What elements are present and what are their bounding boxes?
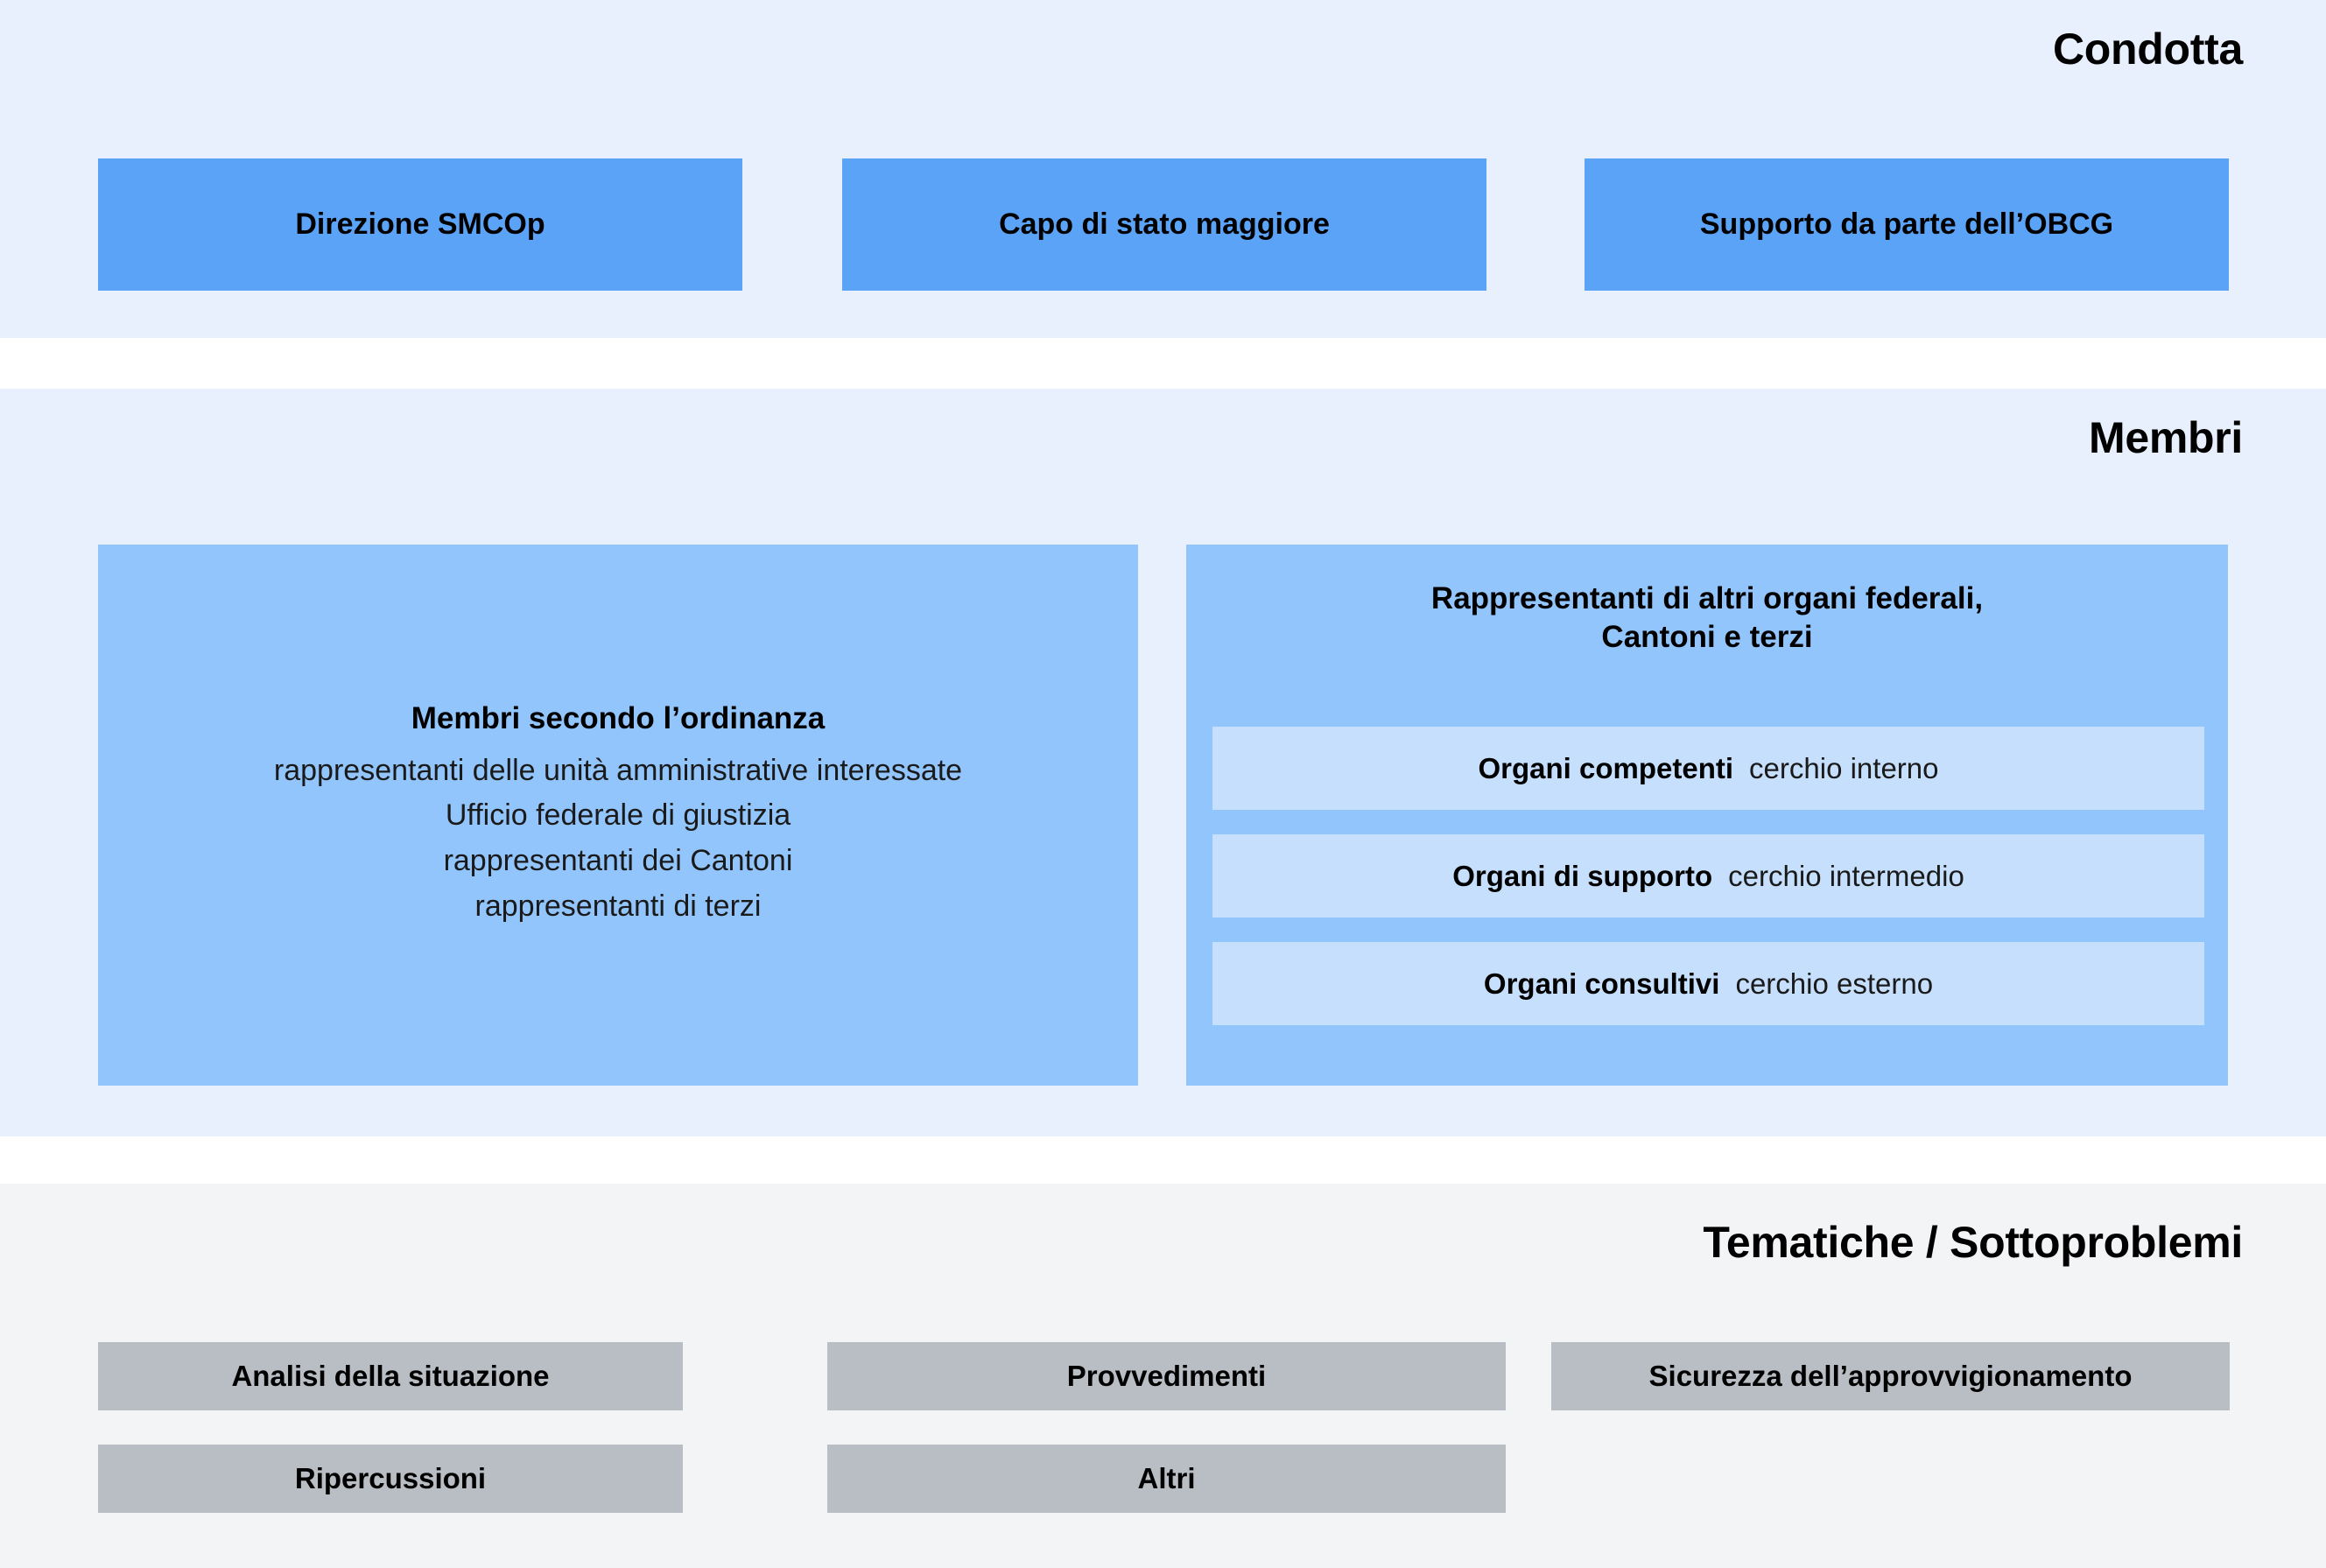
membri-right-title: Rappresentanti di altri organi federali,…	[1186, 580, 2228, 657]
tematiche-box-label: Analisi della situazione	[231, 1360, 550, 1392]
membri-inner-bar-organi-competenti[interactable]: Organi competenti cerchio interno	[1212, 727, 2204, 810]
condotta-box-capo-di-stato-maggiore[interactable]: Capo di stato maggiore	[842, 158, 1486, 291]
tematiche-box-altri[interactable]: Altri	[827, 1445, 1506, 1513]
membri-box-secondo-ordinanza[interactable]: Membri secondo l’ordinanza rappresentant…	[98, 545, 1138, 1086]
tematiche-box-label: Altri	[1137, 1462, 1196, 1494]
tematiche-box-label: Provvedimenti	[1066, 1360, 1267, 1392]
tematiche-box-label: Ripercussioni	[294, 1462, 487, 1494]
membri-left-line: rappresentanti dei Cantoni	[443, 844, 793, 877]
inner-bar-light-label: cerchio esterno	[1735, 967, 1934, 1000]
tematiche-box-label: Sicurezza dell’approvvigionamento	[1648, 1360, 2133, 1392]
inner-bar-light-label: cerchio intermedio	[1728, 859, 1964, 892]
membri-inner-bar-organi-di-supporto[interactable]: Organi di supporto cerchio intermedio	[1212, 834, 2204, 918]
condotta-box-label: Capo di stato maggiore	[999, 207, 1330, 241]
membri-right-title-line1: Rappresentanti di altri organi federali,	[1430, 581, 1984, 615]
inner-bar-strong-label: Organi consultivi	[1483, 967, 1720, 1000]
membri-inner-bar-organi-consultivi[interactable]: Organi consultivi cerchio esterno	[1212, 942, 2204, 1025]
membri-box-rappresentanti-altri-organi[interactable]: Rappresentanti di altri organi federali,…	[1186, 545, 2228, 1086]
membri-left-line: rappresentanti di terzi	[474, 889, 762, 923]
membri-left-title: Membri secondo l’ordinanza	[411, 700, 826, 735]
membri-right-title-line2: Cantoni e terzi	[1601, 619, 1813, 654]
condotta-box-label: Direzione SMCOp	[295, 207, 545, 241]
condotta-box-supporto-obcg[interactable]: Supporto da parte dell’OBCG	[1585, 158, 2229, 291]
membri-left-line: rappresentanti delle unità amministrativ…	[273, 753, 963, 787]
section-title-condotta: Condotta	[2053, 25, 2243, 74]
inner-bar-light-label: cerchio interno	[1749, 751, 1939, 784]
section-title-tematiche: Tematiche / Sottoproblemi	[1703, 1218, 2243, 1267]
condotta-box-label: Supporto da parte dell’OBCG	[1699, 207, 2114, 241]
section-title-membri: Membri	[2088, 413, 2243, 462]
inner-bar-strong-label: Organi competenti	[1478, 751, 1734, 784]
membri-left-line: Ufficio federale di giustizia	[445, 798, 791, 833]
tematiche-box-analisi-della-situazione[interactable]: Analisi della situazione	[98, 1342, 683, 1410]
tematiche-box-sicurezza-approvvigionamento[interactable]: Sicurezza dell’approvvigionamento	[1551, 1342, 2230, 1410]
tematiche-box-provvedimenti[interactable]: Provvedimenti	[827, 1342, 1506, 1410]
inner-bar-strong-label: Organi di supporto	[1452, 859, 1713, 892]
tematiche-box-ripercussioni[interactable]: Ripercussioni	[98, 1445, 683, 1513]
condotta-box-direzione-smcop[interactable]: Direzione SMCOp	[98, 158, 742, 291]
